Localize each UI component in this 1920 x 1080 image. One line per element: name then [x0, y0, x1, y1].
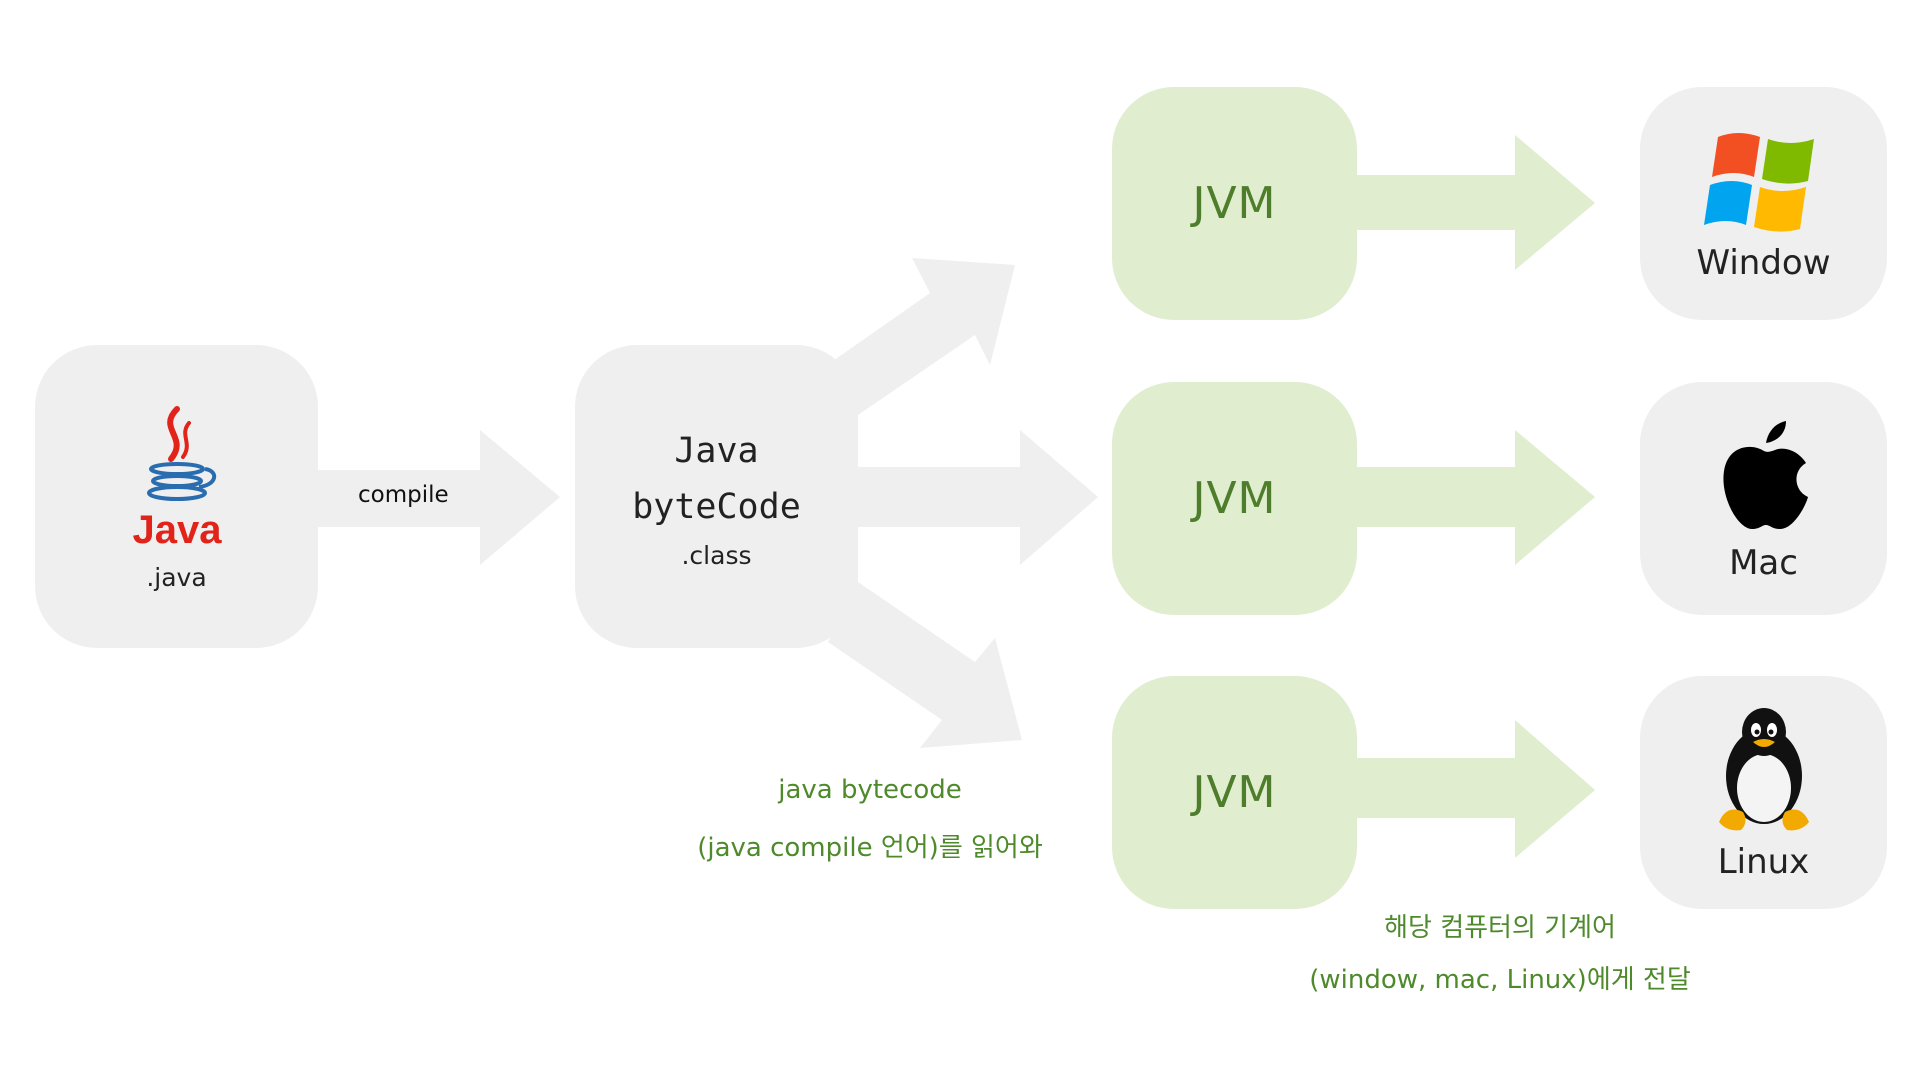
windows-logo-icon — [1703, 132, 1814, 232]
machine-code-note: 해당 컴퓨터의 기계어 (window, mac, Linux)에게 전달 — [1270, 907, 1730, 996]
arrow-to-jvm-middle — [855, 430, 1098, 565]
os-label-mac: Mac — [1729, 542, 1798, 583]
jvm-box-middle: JVM — [1112, 382, 1357, 615]
bytecode-title-line2: byteCode — [632, 487, 801, 527]
machine-code-note-line1: 해당 컴퓨터의 기계어 — [1384, 913, 1616, 943]
java-source-box: Java .java — [35, 345, 318, 648]
os-box-mac: Mac — [1640, 382, 1887, 615]
bytecode-title-line1: Java — [674, 431, 759, 471]
arrow-to-jvm-bottom — [828, 582, 1022, 748]
machine-code-note-line2: (window, mac, Linux)에게 전달 — [1309, 965, 1691, 995]
java-logo-icon: Java — [132, 406, 222, 552]
arrow-jvm-to-mac — [1350, 430, 1595, 565]
jvm-box-bottom: JVM — [1112, 676, 1357, 909]
bytecode-box: Java byteCode .class — [575, 345, 858, 648]
bytecode-extension: .class — [681, 541, 752, 570]
arrow-jvm-to-window — [1350, 135, 1595, 270]
bytecode-note-line1: java bytecode — [778, 775, 962, 805]
os-box-window: Window — [1640, 87, 1887, 320]
os-box-linux: Linux — [1640, 676, 1887, 909]
arrow-jvm-to-linux — [1350, 720, 1595, 858]
os-label-window: Window — [1696, 242, 1831, 283]
jvm-label: JVM — [1192, 767, 1277, 818]
java-extension: .java — [146, 563, 207, 592]
compile-arrow — [318, 430, 560, 565]
jvm-label: JVM — [1192, 473, 1277, 524]
jvm-box-top: JVM — [1112, 87, 1357, 320]
bytecode-note: java bytecode (java compile 언어)를 읽어와 — [655, 775, 1085, 864]
os-label-linux: Linux — [1717, 841, 1810, 882]
compile-label: compile — [358, 482, 449, 508]
tux-penguin-icon — [1718, 707, 1809, 830]
java-logo-text: Java — [132, 508, 222, 552]
bytecode-note-line2: (java compile 언어)를 읽어와 — [697, 833, 1043, 863]
arrow-to-jvm-top — [830, 258, 1015, 415]
jvm-label: JVM — [1192, 178, 1277, 229]
apple-logo-icon — [1722, 420, 1808, 529]
